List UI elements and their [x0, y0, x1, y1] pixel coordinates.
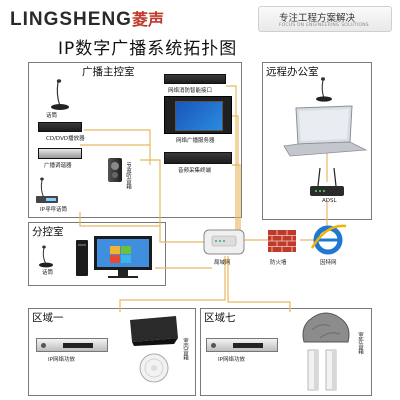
tuner-label: 广播调谐器	[44, 163, 72, 169]
area7-amp-label: IP网络功放	[218, 357, 245, 363]
zone-control-room	[28, 62, 242, 218]
monitor-speaker-label: IP监听音箱	[125, 162, 131, 189]
area1-speaker-label: 室内音箱	[182, 338, 188, 360]
area7-label: 区域七	[204, 312, 236, 324]
brand-name-cn: 菱声	[131, 12, 164, 29]
mic-label: 话筒	[46, 113, 58, 119]
branch-mic-label: 话筒	[42, 270, 54, 276]
control-room-label: 广播主控室	[82, 66, 135, 78]
area7-speaker-label: 室外音箱	[357, 332, 363, 354]
brand-logo: LINGSHENG菱声	[10, 6, 164, 31]
paging-mic-label: IP寻呼话筒	[40, 207, 67, 213]
broadcast-server-device	[164, 96, 232, 134]
adsl-label: ADSL	[322, 198, 337, 204]
lan-label: 局域网	[214, 260, 231, 266]
branch-room-label: 分控室	[32, 226, 64, 238]
internet-label: 因特网	[320, 260, 337, 266]
audio-collector-device	[164, 152, 232, 164]
tag-main-text: 专注工程方案解决	[279, 13, 356, 24]
area7-amp-device	[206, 338, 278, 352]
cd-player-label: CD/DVD播放器	[46, 136, 85, 142]
solution-tag-button[interactable]: 专注工程方案解决 FOCUS ON ENGINEERING SOLUTIONS	[258, 6, 392, 32]
audio-collector-label: 音频采集终端	[178, 168, 212, 174]
network-interface-device	[164, 74, 226, 84]
area1-amp-label: IP网络功放	[48, 357, 75, 363]
network-interface-label: 网络消防智能接口	[168, 88, 213, 94]
page-title: IP数字广播系统拓扑图	[58, 39, 238, 59]
area1-amp-device	[36, 338, 108, 352]
remote-office-label: 远程办公室	[266, 66, 319, 78]
broadcast-server-label: 网络广播服务器	[176, 138, 215, 144]
firewall-label: 防火墙	[270, 260, 287, 266]
cd-player-device	[38, 122, 82, 132]
area1-label: 区域一	[32, 312, 64, 324]
brand-name-en: LINGSHENG	[10, 9, 132, 30]
monitor-speaker-device	[108, 158, 122, 182]
tuner-device	[38, 148, 82, 159]
tag-sub-text: FOCUS ON ENGINEERING SOLUTIONS	[279, 23, 369, 28]
